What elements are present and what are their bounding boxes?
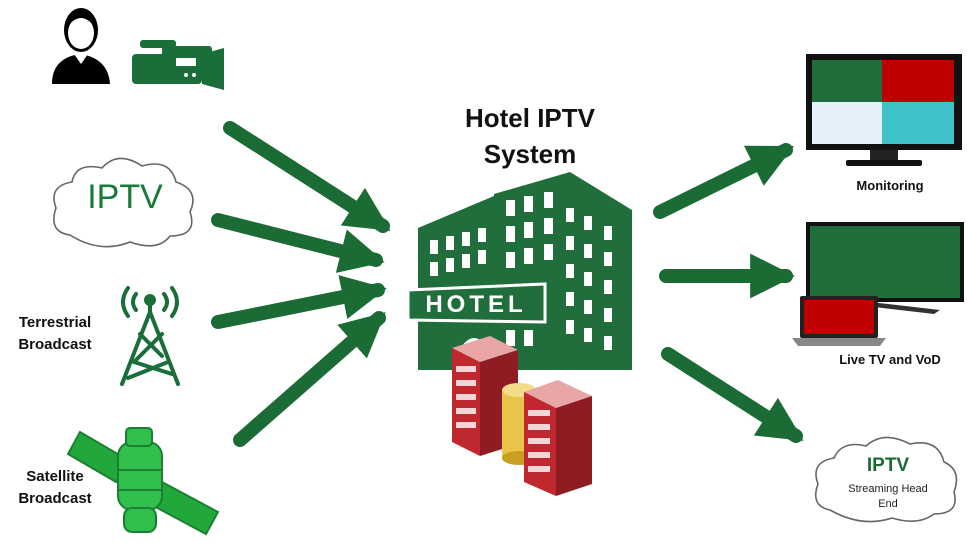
satellite-line-2: Broadcast bbox=[18, 490, 92, 507]
arrow-monitoring bbox=[653, 143, 795, 219]
arrow-iptv bbox=[211, 213, 385, 273]
satellite-line-1: Satellite bbox=[26, 468, 84, 485]
headend-sub-line-1: Streaming Head bbox=[848, 483, 928, 495]
laptop-icon bbox=[792, 296, 886, 346]
hotel-building-icon: HOTEL bbox=[406, 172, 632, 370]
server-rack-icon bbox=[452, 336, 592, 496]
incoming-arrows bbox=[211, 121, 391, 447]
arrow-headend bbox=[661, 347, 804, 443]
tv-icon bbox=[806, 222, 964, 314]
person-icon bbox=[52, 8, 110, 84]
headend-sub-line-2: End bbox=[878, 498, 898, 510]
page-title: Hotel IPTV System bbox=[440, 100, 620, 172]
satellite-label: Satellite Broadcast bbox=[0, 466, 110, 510]
antenna-tower-icon bbox=[120, 286, 180, 386]
cloud-icon bbox=[53, 157, 194, 248]
video-camera-icon bbox=[132, 40, 224, 90]
title-line-2: System bbox=[483, 139, 577, 169]
building-sign: HOTEL bbox=[425, 291, 526, 318]
arrow-camera bbox=[223, 121, 391, 233]
title-line-1: Hotel IPTV bbox=[464, 103, 595, 133]
live-tv-label: Live TV and VoD bbox=[839, 352, 941, 367]
arrow-terrestrial bbox=[211, 275, 387, 329]
terrestrial-line-2: Broadcast bbox=[18, 336, 92, 353]
outgoing-arrows bbox=[653, 143, 804, 443]
iptv-source-label: IPTV bbox=[87, 178, 163, 216]
server-rack-right bbox=[524, 380, 592, 496]
headend-title: IPTV bbox=[866, 455, 910, 476]
cloud-icon bbox=[814, 436, 958, 523]
monitoring-label: Monitoring bbox=[856, 178, 924, 193]
terrestrial-label: Terrestrial Broadcast bbox=[0, 312, 110, 356]
terrestrial-line-1: Terrestrial bbox=[18, 314, 92, 331]
satellite-icon bbox=[66, 427, 220, 536]
server-rack-left bbox=[452, 336, 518, 456]
headend-subtitle: Streaming Head End bbox=[820, 482, 956, 512]
arrow-satellite bbox=[233, 311, 386, 447]
monitor-icon bbox=[806, 54, 962, 166]
